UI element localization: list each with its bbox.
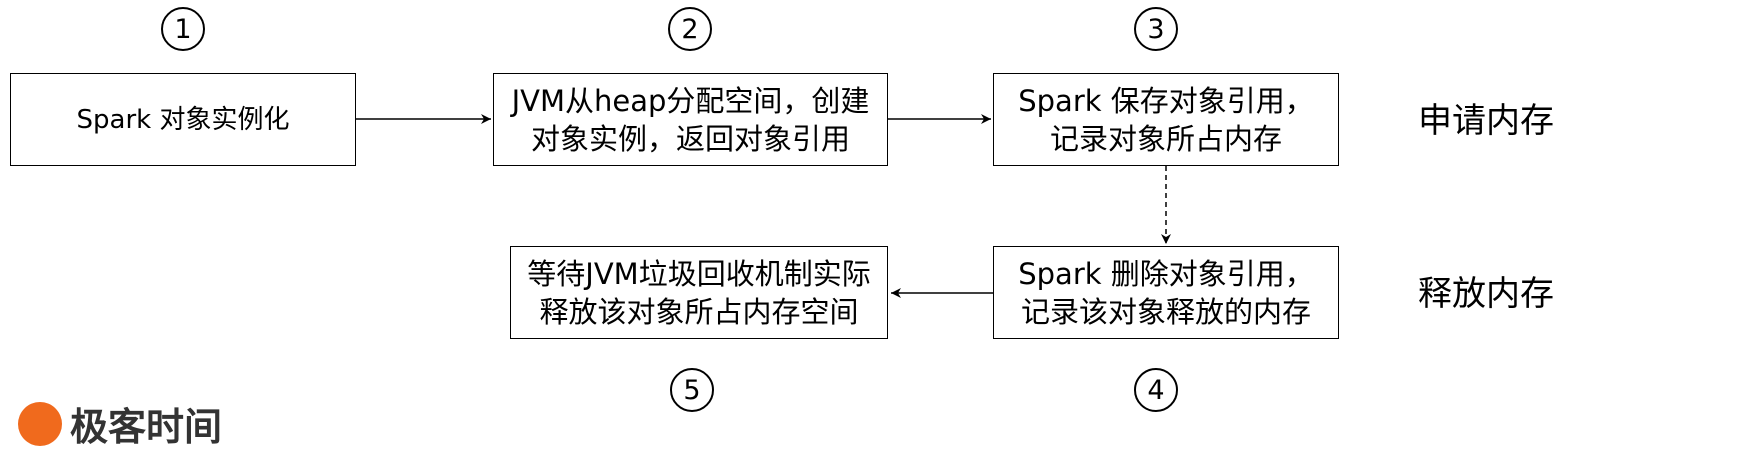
step-1-number: 1: [161, 7, 205, 51]
step-4-box: Spark 删除对象引用， 记录该对象释放的内存: [993, 246, 1339, 339]
logo-text: 极客时间: [70, 405, 223, 449]
step-3-box: Spark 保存对象引用， 记录对象所占内存: [993, 73, 1339, 166]
step-2-number: 2: [668, 7, 712, 51]
step-5-box: 等待JVM垃圾回收机制实际 释放该对象所占内存空间: [510, 246, 888, 339]
phase-label-allocate: 申请内存: [1418, 101, 1554, 141]
brand-logo: 极客时间: [18, 396, 222, 451]
step-4-number: 4: [1134, 368, 1178, 412]
logo-mark-icon: [18, 401, 62, 446]
step-2-box: JVM从heap分配空间，创建 对象实例，返回对象引用: [493, 73, 888, 166]
step-1-box: Spark 对象实例化: [10, 73, 356, 166]
phase-label-release: 释放内存: [1418, 274, 1554, 314]
step-3-number: 3: [1134, 7, 1178, 51]
step-5-number: 5: [670, 368, 714, 412]
